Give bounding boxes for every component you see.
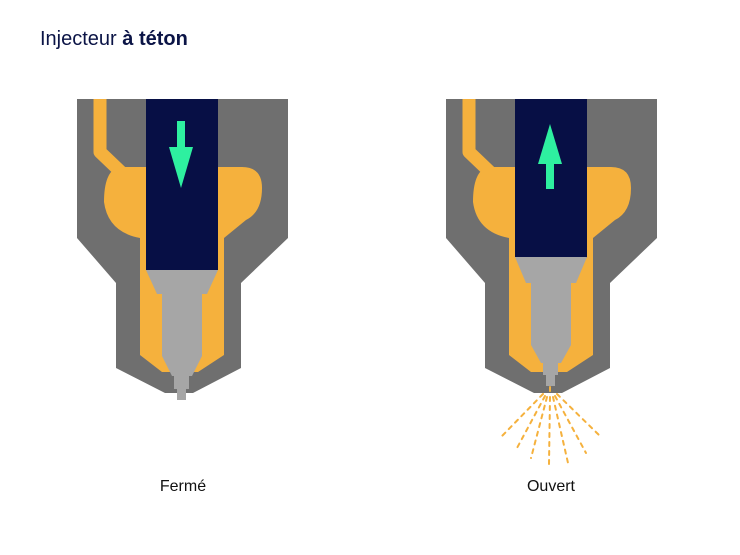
title-regular: Injecteur	[40, 28, 123, 50]
title-bold: à téton	[122, 28, 188, 50]
pintle	[174, 376, 189, 389]
fuel-duct	[462, 99, 496, 178]
needle-cone	[515, 257, 587, 283]
caption-closed: Fermé	[159, 478, 207, 495]
injector-closed	[77, 99, 288, 400]
needle-taper	[162, 356, 202, 376]
fuel-duct	[93, 99, 127, 178]
page-title: Injecteur à téton	[40, 28, 188, 51]
needle-shaft	[531, 283, 571, 345]
down-arrow-icon	[169, 121, 193, 188]
injector-open	[446, 99, 657, 465]
needle-cone	[146, 270, 218, 294]
pintle-tip	[546, 375, 555, 386]
needle-shaft	[162, 294, 202, 356]
pintle-tip	[177, 389, 186, 400]
caption-open: Ouvert	[526, 478, 575, 495]
fuel-spray	[501, 386, 601, 465]
needle-taper	[531, 345, 571, 363]
pintle	[543, 363, 558, 375]
up-arrow-icon	[538, 124, 562, 189]
